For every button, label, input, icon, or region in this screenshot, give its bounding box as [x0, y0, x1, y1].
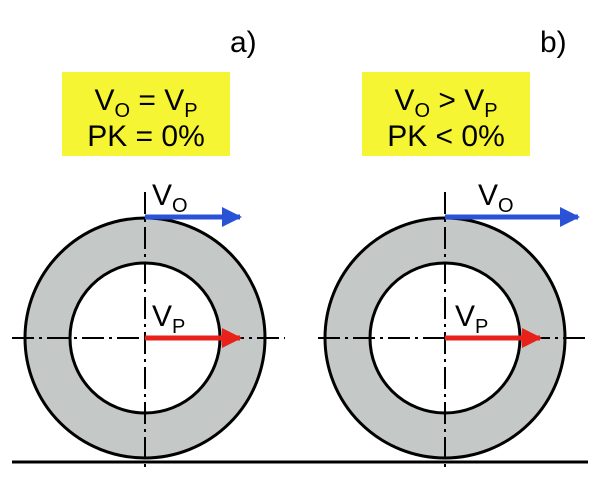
panel-b-velocity-relation: VO > VP [394, 84, 497, 122]
panel-b: b) VO > VP PK < 0% VO VP [318, 26, 588, 472]
panel-a-label: a) [230, 26, 257, 59]
panel-b-pk-value: PK < 0% [387, 120, 505, 153]
panel-b-condition-box [362, 72, 530, 156]
panel-a-pk-value: PK = 0% [87, 120, 205, 153]
panel-b-outer-velocity-label: VO [478, 179, 514, 217]
panel-a: a) VO = VP PK = 0% VO VP [12, 26, 285, 472]
panel-a-outer-velocity-label: VO [152, 179, 188, 217]
panel-b-label: b) [540, 26, 567, 59]
panel-a-condition-box [62, 72, 230, 156]
panel-a-center-velocity-label: VP [152, 300, 185, 338]
panel-b-center-velocity-label: VP [455, 300, 488, 338]
panel-a-velocity-relation: VO = VP [94, 84, 197, 122]
